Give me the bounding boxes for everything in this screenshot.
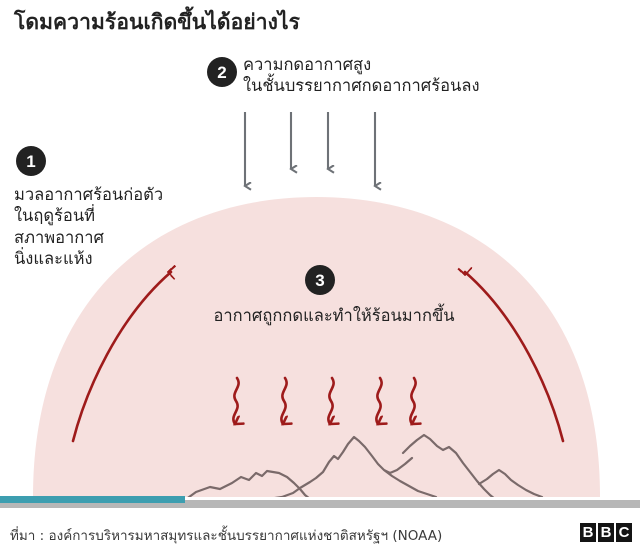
step-badge-1: 1 bbox=[16, 146, 46, 176]
step-1-label: มวลอากาศร้อนก่อตัว ในฤดูร้อนที่ สภาพอากา… bbox=[14, 185, 164, 269]
mountain-range bbox=[183, 433, 544, 497]
bbc-logo: B B C bbox=[580, 523, 632, 542]
squiggle-arrow-1 bbox=[232, 376, 238, 424]
squiggle-arrow-5 bbox=[409, 376, 415, 424]
compression-squiggles bbox=[232, 376, 415, 424]
high-pressure-arrows bbox=[245, 112, 375, 186]
step-2-label: ความกดอากาศสูง ในชั้นบรรยากาศกดอากาศร้อน… bbox=[243, 55, 480, 96]
rising-heat-arrows bbox=[71, 272, 565, 443]
bbc-logo-letter-1: B bbox=[580, 523, 596, 542]
mountain-outline-main bbox=[183, 433, 544, 497]
footer-divider-teal bbox=[0, 496, 185, 503]
bbc-logo-letter-3: C bbox=[616, 523, 632, 542]
rising-heat-arrow-right bbox=[465, 272, 565, 443]
bbc-logo-letter-2: B bbox=[598, 523, 614, 542]
step-badge-3: 3 bbox=[305, 265, 335, 295]
squiggle-arrow-2 bbox=[280, 376, 286, 424]
step-badge-2: 2 bbox=[207, 57, 237, 87]
source-attribution: ที่มา : องค์การบริหารมหาสมุทรและชั้นบรรย… bbox=[10, 528, 443, 544]
squiggle-arrow-3 bbox=[327, 376, 333, 424]
rising-heat-arrow-left bbox=[71, 272, 171, 443]
footer-divider-gray bbox=[0, 500, 640, 508]
squiggle-arrow-4 bbox=[375, 376, 381, 424]
page-title: โดมความร้อนเกิดขึ้นได้อย่างไร bbox=[14, 10, 301, 34]
step-3-label: อากาศถูกกดและทำให้ร้อนมากขึ้น bbox=[213, 306, 455, 325]
